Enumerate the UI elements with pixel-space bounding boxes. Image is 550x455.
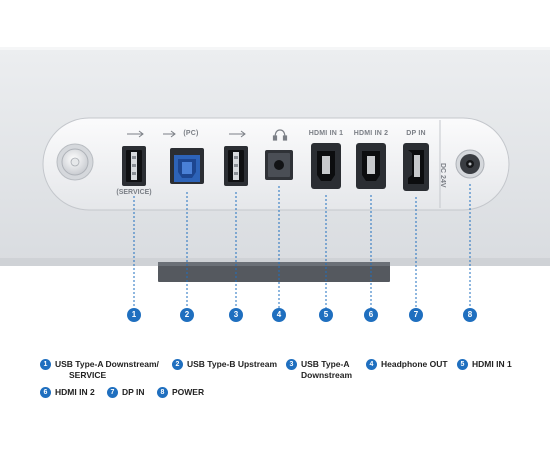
legend-text: HDMI IN 1 <box>472 359 512 369</box>
legend-item: 4 Headphone OUT <box>366 359 448 370</box>
legend-item: 8 POWER <box>157 387 204 398</box>
legend-number: 4 <box>366 359 377 370</box>
port-label-hdmi-2: HDMI IN 2 <box>353 130 389 137</box>
hdmi-port-2[interactable] <box>356 143 386 189</box>
legend-item: 6 HDMI IN 2 <box>40 387 95 398</box>
usb-b-port[interactable] <box>170 148 204 184</box>
legend-text: POWER <box>172 387 205 397</box>
legend-item: 2 USB Type-B Upstream <box>172 359 277 370</box>
legend-number: 6 <box>40 387 51 398</box>
legend-item: 1 USB Type-A Downstream/ SERVICE <box>40 359 159 381</box>
usb-a-port-2[interactable] <box>224 146 248 186</box>
marker-3: 3 <box>229 308 243 322</box>
legend-text: USB Type-B Upstream <box>187 359 278 369</box>
legend-item: 3 USB Type-A Downstream <box>286 359 352 381</box>
legend-item: 5 HDMI IN 1 <box>457 359 512 370</box>
port-sublabel-service: (SERVICE) <box>116 189 152 196</box>
monitor-stand <box>158 262 390 282</box>
port-label-dp: DP IN <box>406 130 426 137</box>
legend-text: USB Type-A Downstream <box>301 359 353 380</box>
legend-number: 3 <box>286 359 297 370</box>
legend-number: 8 <box>157 387 168 398</box>
legend-item: 7 DP IN <box>107 387 145 398</box>
usb-icon <box>163 130 176 138</box>
marker-4: 4 <box>272 308 286 322</box>
marker-8: 8 <box>463 308 477 322</box>
connector-lines <box>133 184 471 308</box>
hdmi-port-1[interactable] <box>311 143 341 189</box>
port-label-hdmi-1: HDMI IN 1 <box>308 130 344 137</box>
legend-text: Headphone OUT <box>381 359 448 369</box>
headphone-icon <box>272 129 288 141</box>
legend-text: USB Type-A Downstream/ SERVICE <box>55 359 159 380</box>
joystick-button-icon[interactable] <box>56 143 94 181</box>
usb-icon <box>127 130 144 138</box>
dc-power-icon[interactable] <box>455 149 485 179</box>
marker-7: 7 <box>409 308 423 322</box>
marker-2: 2 <box>180 308 194 322</box>
marker-5: 5 <box>319 308 333 322</box>
legend-text: HDMI IN 2 <box>55 387 95 397</box>
headphone-port[interactable] <box>265 150 293 180</box>
legend-number: 2 <box>172 359 183 370</box>
marker-6: 6 <box>364 308 378 322</box>
displayport-port[interactable] <box>403 143 429 191</box>
marker-1: 1 <box>127 308 141 322</box>
port-label-usb-b: (PC) <box>183 130 199 137</box>
legend-text: DP IN <box>122 387 145 397</box>
legend-number: 5 <box>457 359 468 370</box>
legend-number: 7 <box>107 387 118 398</box>
usb-a-port-1[interactable] <box>122 146 146 186</box>
legend-number: 1 <box>40 359 51 370</box>
usb-icon <box>229 130 246 138</box>
